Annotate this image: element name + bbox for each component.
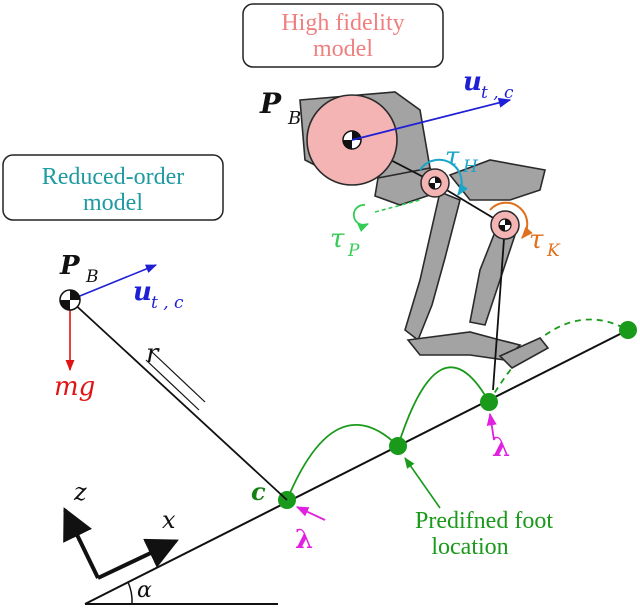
- tau-k-arc: [489, 201, 533, 239]
- mg-label: mg: [54, 372, 95, 402]
- reduced-order-box: Reduced-order model: [2, 154, 224, 221]
- reduced-order-title: Reduced-order: [42, 164, 185, 190]
- step-arc-1: [286, 423, 399, 501]
- lambda-arrow-2: [486, 412, 497, 441]
- svg-text:t , c: t , c: [151, 293, 184, 313]
- x-axis-label: x: [162, 506, 176, 534]
- foot-location-pointer: [404, 457, 441, 509]
- lambda-arrow-1: [295, 506, 326, 521]
- ut-low-arrow: [69, 264, 158, 301]
- svg-text:P: P: [347, 241, 360, 261]
- svg-text:B: B: [85, 267, 99, 287]
- r-dimension-line-b: [145, 359, 200, 411]
- foot-point-3: [480, 393, 498, 411]
- svg-text:τ: τ: [445, 142, 460, 172]
- r-dimension-line-a: [151, 351, 206, 403]
- tau-p-arc: [352, 204, 369, 232]
- step-arc-2: [397, 366, 490, 447]
- tau-h-label: τ H: [445, 142, 479, 177]
- pb-high-label: P B: [259, 87, 301, 129]
- ut-high-arrow: [351, 97, 512, 141]
- svg-text:B: B: [287, 108, 301, 129]
- robot-toe: [498, 337, 550, 369]
- z-axis-label: z: [73, 478, 87, 506]
- svg-text:P: P: [59, 251, 81, 281]
- foot-location-label-line1: Predifned foot: [415, 508, 553, 534]
- knee-joint: [490, 210, 520, 240]
- svg-text:τ: τ: [330, 224, 345, 254]
- tau-p-label: τ P: [330, 224, 360, 261]
- high-fidelity-subtitle: model: [313, 36, 373, 62]
- svg-text:K: K: [546, 241, 561, 261]
- z-axis-arrow: [63, 507, 100, 579]
- com-symbol-low: [59, 289, 81, 311]
- svg-text:H: H: [462, 157, 479, 177]
- step-arc-3-planned: [488, 318, 629, 403]
- alpha-arc: [127, 581, 133, 605]
- high-fidelity-title: High fidelity: [281, 10, 404, 36]
- foot-location-label-line2: location: [431, 534, 508, 560]
- contact-point-label: c: [251, 477, 266, 506]
- robot-thigh: [448, 159, 546, 201]
- lambda-label-2: λ: [492, 433, 510, 463]
- pendulum-leg-r: [69, 299, 288, 501]
- ut-high-label: u t , c: [463, 67, 514, 103]
- ground: α: [84, 329, 629, 605]
- passive-link-line: [374, 199, 421, 213]
- svg-text:u: u: [463, 67, 482, 97]
- pb-low-label: P B: [59, 251, 99, 287]
- hip-joint: [420, 168, 450, 198]
- svg-text:P: P: [259, 87, 282, 120]
- high-fidelity-box: High fidelity model: [242, 3, 444, 68]
- tau-h-arc: [419, 158, 468, 197]
- reduced-order-subtitle: model: [83, 190, 143, 216]
- r-label: r: [146, 339, 160, 369]
- svg-text:τ: τ: [529, 225, 544, 255]
- robot-rear-shank: [469, 231, 517, 326]
- foot-point-4: [619, 321, 637, 339]
- svg-text:t , c: t , c: [481, 83, 514, 103]
- knee-to-foot-line: [492, 224, 506, 391]
- lambda-label-1: λ: [295, 525, 313, 555]
- robot-front-shank: [404, 190, 461, 342]
- tau-k-label: τ K: [529, 225, 561, 261]
- svg-text:u: u: [133, 277, 152, 307]
- ut-low-label: u t , c: [133, 277, 184, 313]
- alpha-label: α: [137, 578, 152, 603]
- x-axis-arrow: [97, 538, 179, 580]
- foot-point-2: [389, 437, 407, 455]
- coordinate-axes: z x: [63, 478, 179, 580]
